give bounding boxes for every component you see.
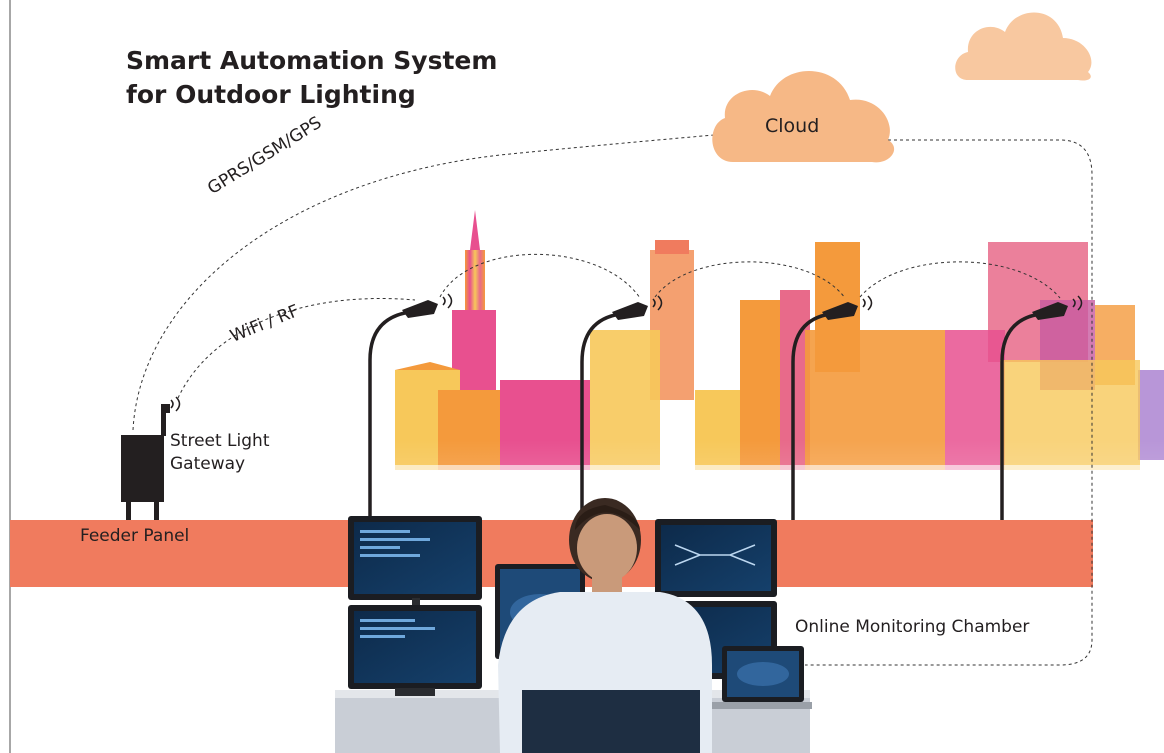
lamp-head-icon xyxy=(1032,302,1068,320)
lamp-heads xyxy=(402,300,1068,320)
street-light-icon xyxy=(791,312,831,520)
cloud-label: Cloud xyxy=(765,115,820,137)
monitoring-label: Online Monitoring Chamber xyxy=(795,617,1030,637)
city-skyline-icon xyxy=(370,210,1164,520)
cloud-icon xyxy=(712,70,895,163)
gateway-icon xyxy=(121,404,170,520)
wireless-signal-icon xyxy=(170,396,181,412)
wifi-link-2 xyxy=(439,254,641,299)
lamp-head-icon xyxy=(612,302,648,320)
cloud-monitoring-link xyxy=(805,139,1093,666)
monitoring-station xyxy=(335,498,812,753)
street-lights xyxy=(368,310,1041,520)
street-light-icon xyxy=(1000,312,1041,520)
laptop-icon xyxy=(712,646,812,709)
lamp-head-icon xyxy=(822,302,858,320)
gateway-label-line-1: Street Light xyxy=(170,431,270,451)
feeder-panel-label: Feeder Panel xyxy=(80,526,190,546)
wifi-link-3 xyxy=(654,261,846,299)
wireless-signal-icon xyxy=(1072,295,1083,311)
wireless-signal-icon xyxy=(862,295,873,311)
gprs-link xyxy=(132,134,715,431)
title-line-2: for Outdoor Lighting xyxy=(126,80,416,109)
monitor-icon xyxy=(348,516,482,600)
wifi-link-1 xyxy=(177,297,416,399)
street-light-icon xyxy=(580,312,621,520)
wifi-link-4 xyxy=(859,261,1061,299)
street-light-icon xyxy=(368,310,411,520)
operator-icon xyxy=(498,498,712,753)
monitor-icon xyxy=(655,519,777,597)
page-title: Smart Automation System for Outdoor Ligh… xyxy=(126,44,497,112)
wireless-signal-icon xyxy=(442,293,453,309)
wireless-signal-icon xyxy=(652,295,663,311)
title-line-1: Smart Automation System xyxy=(126,46,498,75)
connection-paths xyxy=(132,134,1093,666)
gateway-label-line-2: Gateway xyxy=(170,454,246,474)
wireless-signals xyxy=(170,293,1083,412)
lamp-head-icon xyxy=(402,300,438,318)
cloud-decor-icon xyxy=(955,12,1092,81)
gateway-label: Street Light Gateway xyxy=(170,430,270,476)
monitor-icon xyxy=(348,605,482,689)
